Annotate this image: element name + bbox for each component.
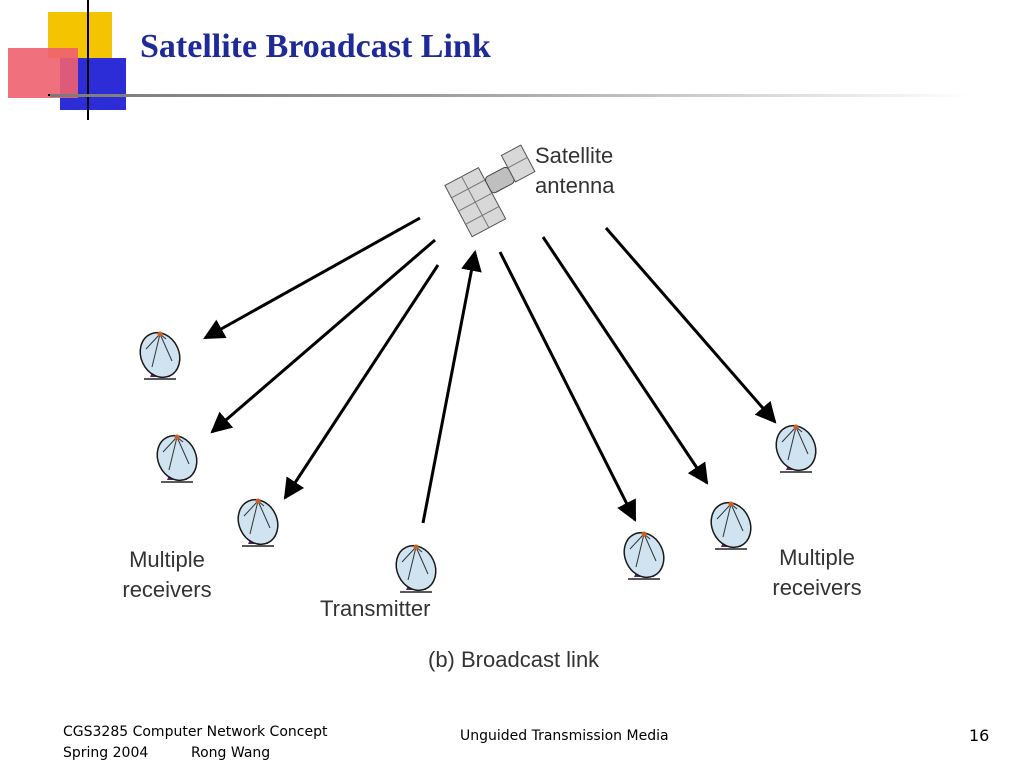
footer-course: CGS3285 Computer Network Concept (63, 724, 328, 740)
satellite-label: Satellite antenna (535, 141, 615, 201)
slide-title: Satellite Broadcast Link (140, 28, 491, 65)
downlink-arrow (498, 251, 637, 522)
receiver-dish-icon (703, 495, 759, 555)
left-receivers-label-line1: Multiple (129, 547, 205, 572)
right-receivers-label: Multiple receivers (765, 543, 869, 603)
receiver-dish-icon (230, 492, 286, 552)
receiver-dish-icon (616, 525, 672, 585)
downlink-arrow (203, 216, 421, 340)
satellite-label-line2: antenna (535, 173, 615, 198)
page-number: 16 (969, 726, 990, 745)
downlink-arrow (604, 227, 777, 424)
downlink-arrow (210, 238, 436, 434)
title-divider (50, 94, 970, 97)
receiver-dish-icon (768, 418, 824, 478)
footer-topic: Unguided Transmission Media (460, 728, 669, 744)
receiver-dish-icon (149, 428, 205, 488)
right-receivers-label-line1: Multiple (779, 545, 855, 570)
uplink-arrow (421, 249, 482, 524)
transmitter-dish-icon (388, 538, 444, 598)
transmitter-label: Transmitter (320, 596, 431, 621)
footer-author: Rong Wang (191, 745, 271, 761)
satellite-icon (444, 144, 536, 238)
downlink-arrow (541, 236, 709, 485)
diagram-caption: (b) Broadcast link (428, 647, 600, 672)
receiver-dish-icon (132, 325, 188, 385)
left-receivers-label-line2: receivers (122, 577, 212, 602)
satellite-label-line1: Satellite (535, 143, 614, 168)
right-receivers-label-line2: receivers (772, 575, 862, 600)
downlink-arrow (283, 264, 440, 500)
left-receivers-label: Multiple receivers (115, 545, 219, 605)
footer-term: Spring 2004 (63, 745, 149, 761)
